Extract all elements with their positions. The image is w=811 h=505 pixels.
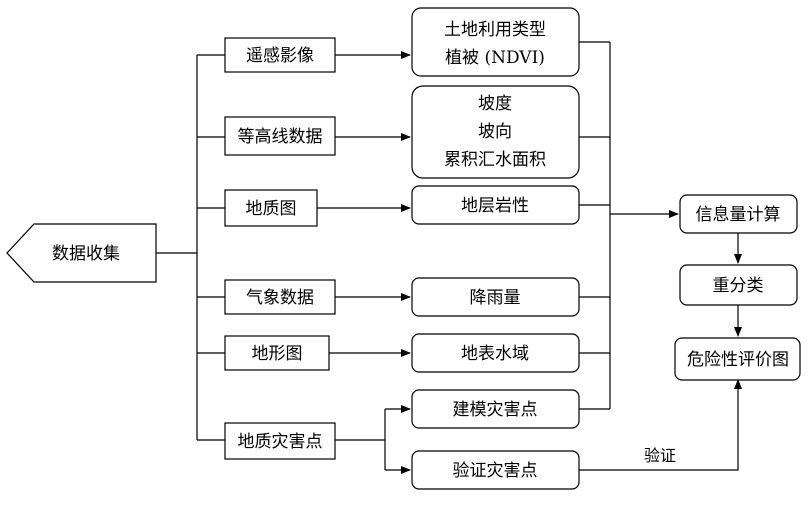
box-reclassify xyxy=(679,264,798,306)
label-landuse-type: 土地利用类型 xyxy=(444,20,546,40)
connectors xyxy=(156,41,742,474)
label-hazard-points: 地质灾害点 xyxy=(238,432,323,452)
label-lithology: 地层岩性 xyxy=(461,196,529,216)
box-landuse xyxy=(411,7,580,77)
label-reclassify: 重分类 xyxy=(713,276,764,296)
label-validation-points: 验证灾害点 xyxy=(453,461,538,481)
box-info-value xyxy=(679,194,798,234)
factor-boxes: 土地利用类型 植被 (NDVI) 坡度 坡向 累积汇水面积 地层岩性 降雨量 地… xyxy=(411,7,580,490)
box-surface-water xyxy=(411,333,580,373)
box-hazard-map xyxy=(674,337,801,381)
label-terrain-map: 地形图 xyxy=(252,344,303,364)
validation-edge-label: 验证 xyxy=(644,446,676,465)
box-hazard-points xyxy=(224,422,336,460)
box-geology-map xyxy=(224,189,318,227)
label-meteorology: 气象数据 xyxy=(246,288,314,308)
label-flow-accumulation: 累积汇水面积 xyxy=(444,150,546,170)
start-label: 数据收集 xyxy=(52,244,120,264)
label-hazard-map: 危险性评价图 xyxy=(687,350,789,370)
label-rainfall: 降雨量 xyxy=(470,288,521,308)
label-info-value: 信息量计算 xyxy=(696,205,781,225)
source-boxes: 遥感影像 等高线数据 地质图 气象数据 地形图 地质灾害点 xyxy=(224,37,336,460)
box-validation-points xyxy=(411,450,580,490)
box-meteorology xyxy=(224,279,336,315)
label-contour: 等高线数据 xyxy=(238,127,323,147)
label-remote-sensing: 遥感影像 xyxy=(246,46,314,66)
label-geology-map: 地质图 xyxy=(246,199,297,219)
process-boxes: 信息量计算 重分类 危险性评价图 xyxy=(674,194,801,381)
start-node: 数据收集 xyxy=(6,223,157,283)
label-model-points: 建模灾害点 xyxy=(453,400,538,420)
box-remote-sensing xyxy=(224,37,336,73)
label-slope: 坡度 xyxy=(478,94,512,114)
box-terrain-map xyxy=(224,335,330,371)
box-lithology xyxy=(411,185,580,225)
label-surface-water: 地表水域 xyxy=(461,344,529,364)
label-aspect: 坡向 xyxy=(478,122,512,142)
arrow-validation-to-map xyxy=(579,379,742,471)
start-hexagon xyxy=(6,223,157,283)
box-model-points xyxy=(411,389,580,429)
box-contour xyxy=(224,116,336,156)
box-rainfall xyxy=(411,277,580,317)
label-ndvi: 植被 (NDVI) xyxy=(445,48,545,68)
box-terrain-factors xyxy=(411,85,580,179)
